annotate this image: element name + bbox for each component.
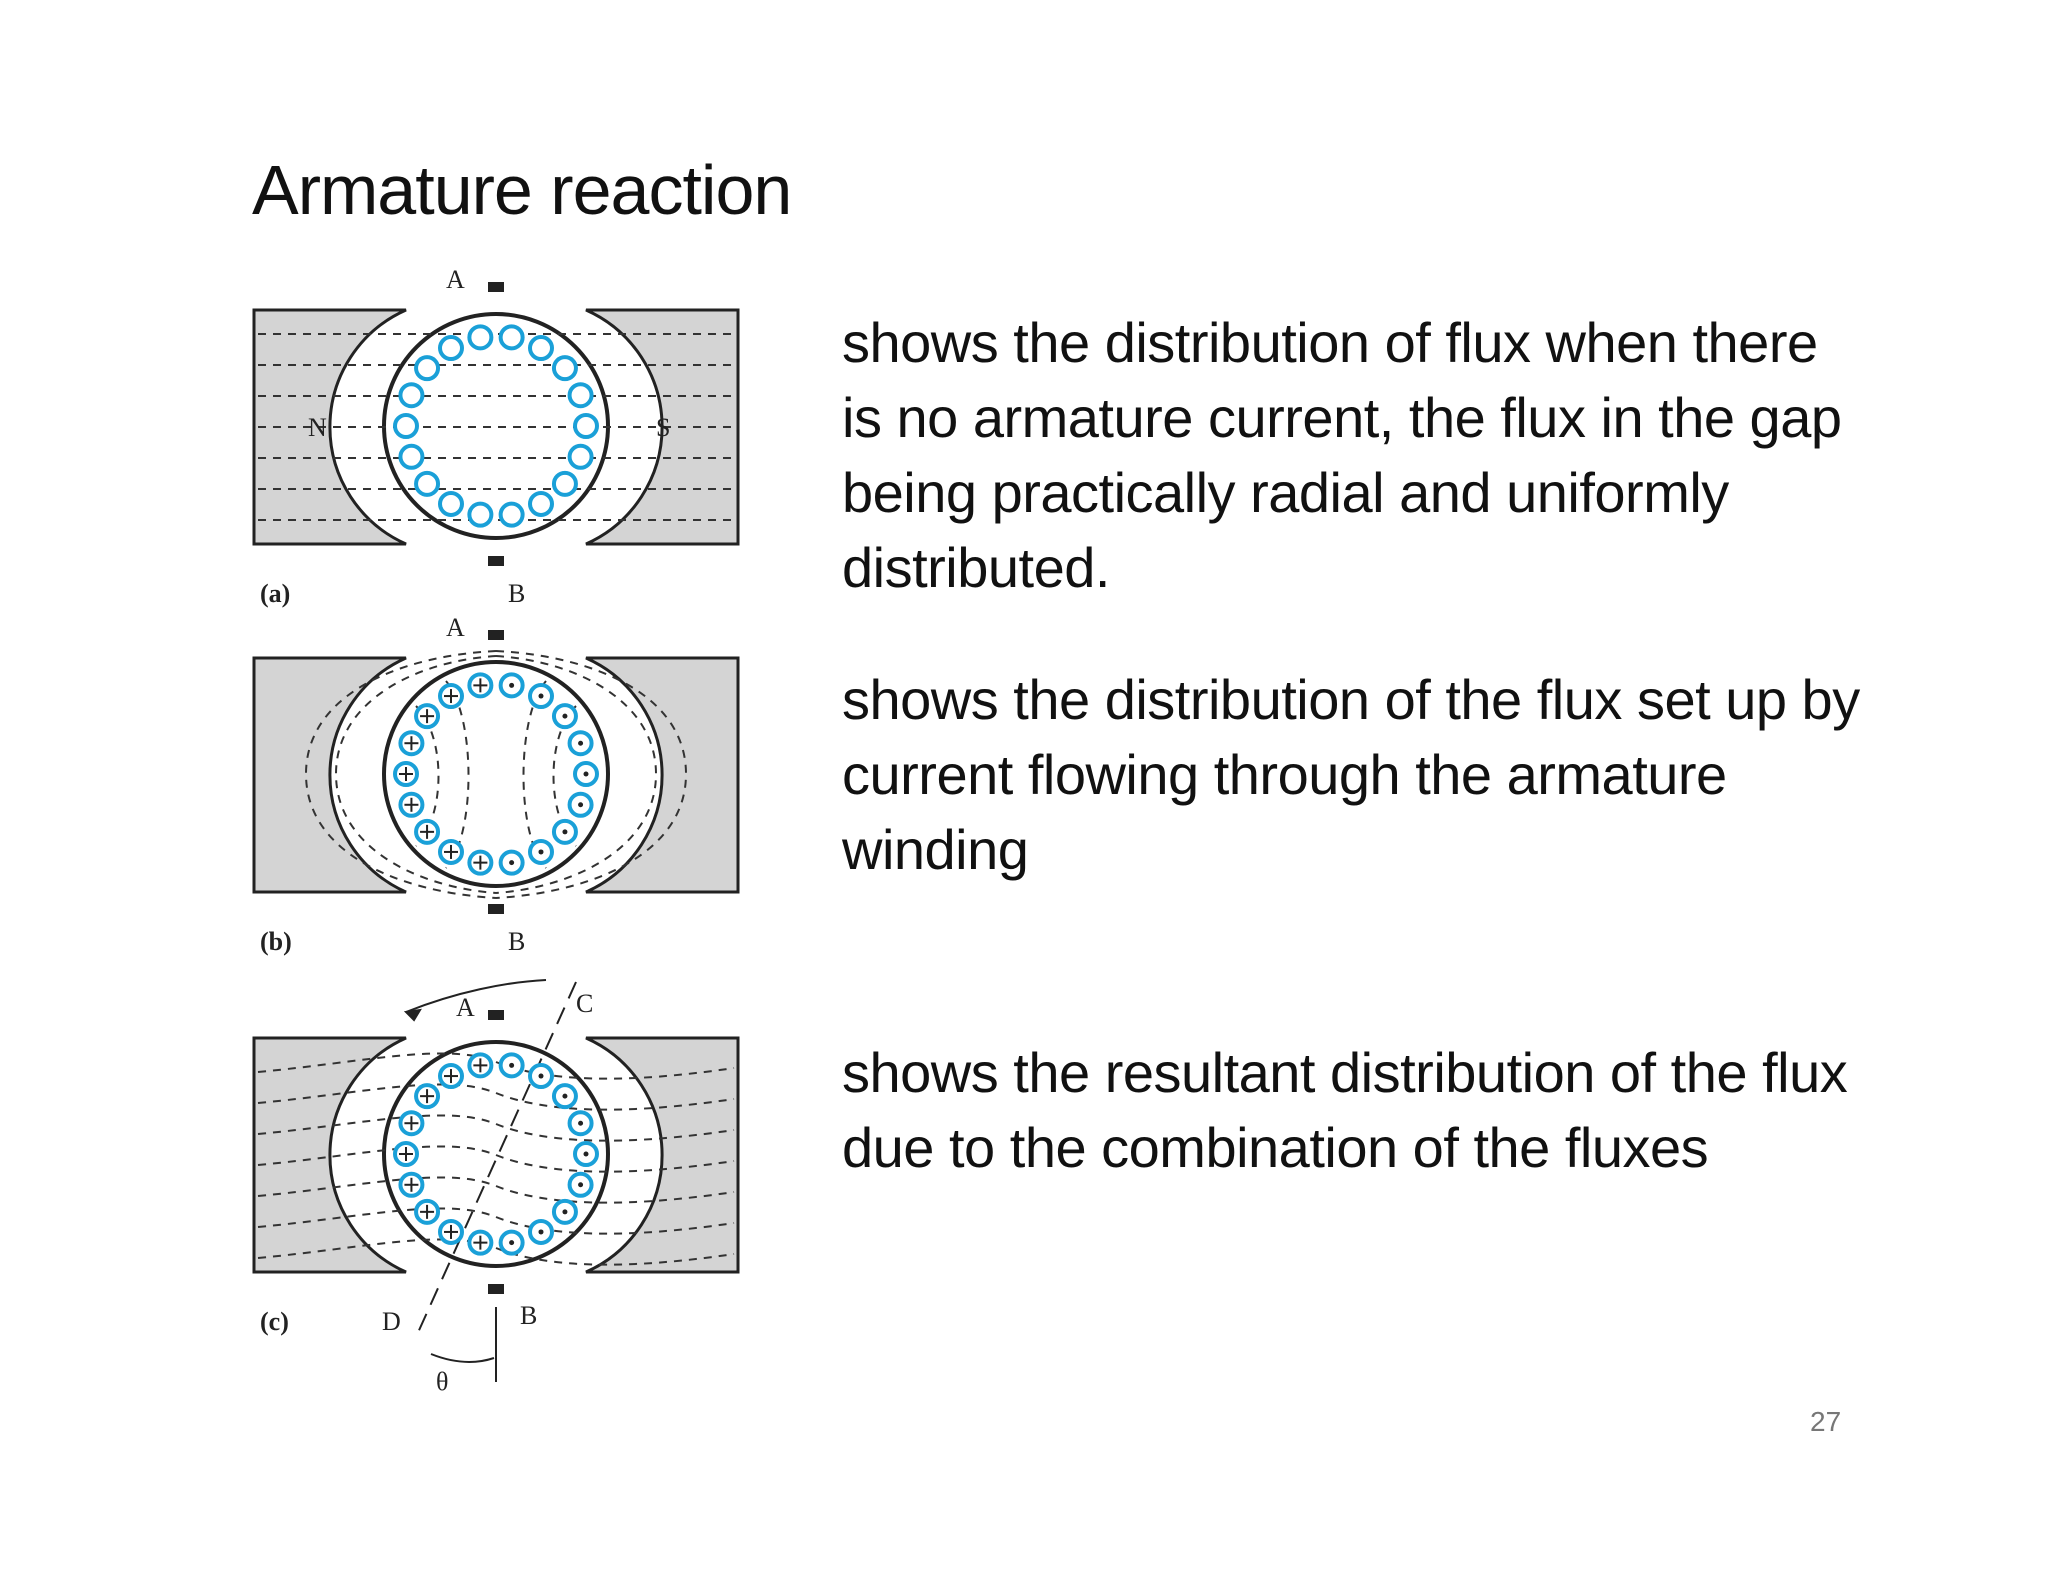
- conductor: [467, 849, 494, 876]
- pole-left: [252, 1036, 407, 1274]
- conductor: [467, 1229, 494, 1256]
- conductor: [528, 1218, 554, 1245]
- conductors: [393, 324, 599, 528]
- conductor: [414, 1198, 441, 1225]
- conductor: [393, 1141, 419, 1167]
- conductor: [573, 413, 599, 439]
- brush-label-a: A: [456, 993, 475, 1022]
- panel-label-c: (c): [260, 1307, 289, 1336]
- axis-label-d: D: [382, 1307, 401, 1336]
- conductor: [467, 324, 494, 351]
- conductor: [414, 470, 441, 497]
- conductor: [414, 703, 441, 730]
- conductor: [438, 1063, 464, 1090]
- conductor: [551, 703, 578, 730]
- brush-label-a: A: [446, 265, 465, 294]
- conductor: [438, 335, 464, 362]
- conductor: [528, 335, 554, 362]
- conductor: [398, 791, 425, 818]
- conductor: [573, 1141, 599, 1167]
- conductor: [528, 838, 554, 865]
- armature-rotor: [382, 660, 610, 888]
- conductor: [393, 413, 419, 439]
- description-b: shows the distribution of the flux set u…: [842, 668, 1860, 881]
- axis-label-c: C: [576, 989, 593, 1018]
- page-number: 27: [1810, 1406, 1842, 1437]
- conductor: [438, 1218, 464, 1245]
- conductor: [398, 443, 425, 470]
- description-c: shows the resultant distribution of the …: [842, 1041, 1848, 1179]
- conductor: [398, 382, 425, 409]
- armature-rotor: [382, 1040, 610, 1268]
- conductor: [573, 761, 599, 787]
- panel-label-b: (b): [260, 927, 292, 956]
- south-pole-label: S: [656, 413, 670, 442]
- panel-label-a: (a): [260, 579, 290, 608]
- conductor: [438, 490, 464, 517]
- angle-label-theta: θ: [436, 1367, 448, 1396]
- conductor: [528, 1063, 554, 1090]
- conductors: [393, 1052, 599, 1256]
- brush-label-b: B: [508, 927, 525, 956]
- conductor: [398, 1110, 425, 1137]
- conductor: [414, 1083, 441, 1110]
- conductor: [551, 1083, 578, 1110]
- pole-right: [585, 1036, 740, 1274]
- brush-label-b: B: [508, 579, 525, 608]
- conductor: [528, 683, 554, 710]
- brush-label-a: A: [446, 613, 465, 642]
- figure-c-resultant-flux: A B C D θ (c): [252, 979, 740, 1396]
- figure-b-armature-flux: A B (b): [252, 613, 740, 956]
- conductor: [438, 838, 464, 865]
- conductor: [467, 501, 494, 528]
- conductor: [551, 1198, 578, 1225]
- conductors: [393, 672, 599, 876]
- conductor: [398, 1171, 425, 1198]
- conductor: [414, 818, 441, 845]
- conductor: [551, 355, 578, 382]
- conductor: [567, 791, 594, 818]
- conductor: [567, 1110, 594, 1137]
- conductor: [467, 672, 494, 699]
- north-pole-label: N: [308, 413, 327, 442]
- conductor: [567, 443, 594, 470]
- pole-south: [585, 308, 740, 546]
- outer-flux-loops: [304, 650, 688, 899]
- conductor: [551, 470, 578, 497]
- conductor: [438, 683, 464, 710]
- conductor: [498, 672, 525, 699]
- brush-label-b: B: [520, 1301, 537, 1330]
- conductor: [498, 324, 525, 351]
- flux-lines: [258, 333, 734, 521]
- distorted-flux-lines: [257, 1052, 735, 1266]
- conductor: [467, 1052, 494, 1079]
- conductor: [551, 818, 578, 845]
- conductor: [414, 355, 441, 382]
- conductor: [498, 1229, 525, 1256]
- conductor: [498, 501, 525, 528]
- conductor: [528, 490, 554, 517]
- conductor: [498, 1052, 525, 1079]
- figure-a-no-armature-current: A B N S (a): [252, 265, 740, 608]
- conductor: [567, 1171, 594, 1198]
- conductor: [393, 761, 419, 787]
- description-a: shows the distribution of flux when ther…: [842, 311, 1842, 599]
- conductor: [398, 730, 425, 757]
- conductor: [498, 849, 525, 876]
- neutral-axis: [403, 979, 577, 1382]
- conductor: [567, 382, 594, 409]
- pole-north: [252, 308, 407, 546]
- conductor: [567, 730, 594, 757]
- slide-title: Armature reaction: [252, 151, 792, 229]
